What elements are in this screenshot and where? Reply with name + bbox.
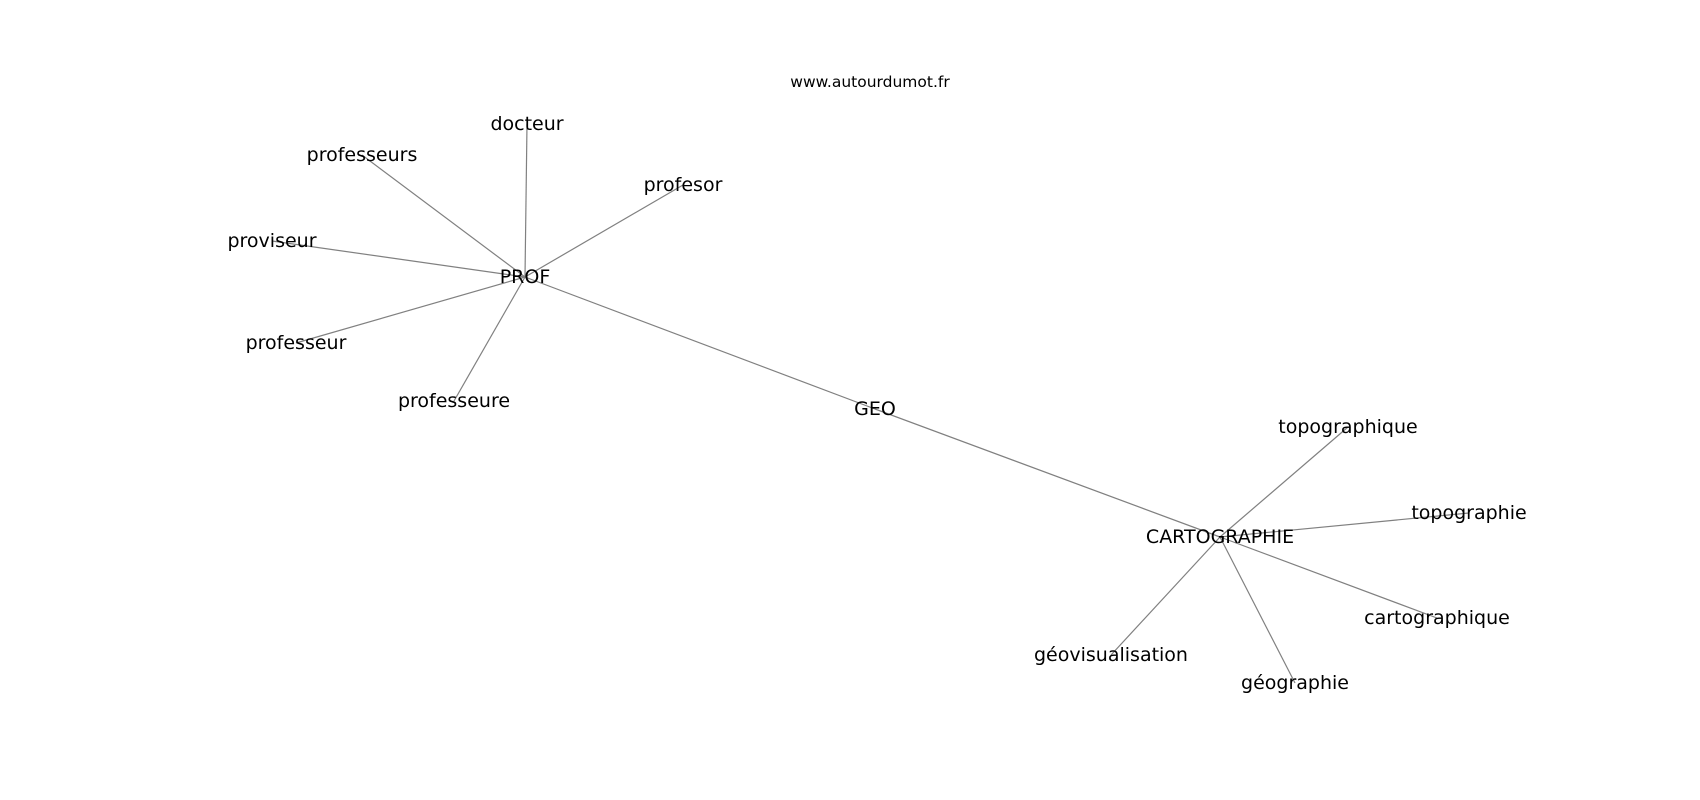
- node-profesor[interactable]: profesor: [644, 174, 723, 196]
- edge-prof-proviseur: [271, 240, 526, 278]
- edge-prof-profesor: [524, 184, 684, 278]
- edge-prof-docteur: [524, 123, 528, 278]
- node-cartographique[interactable]: cartographique: [1364, 607, 1510, 629]
- graph-labels: www.autourdumot.fr PROF GEO CARTOGRAPHIE do…: [227, 73, 1526, 694]
- node-geographie[interactable]: géographie: [1241, 672, 1349, 694]
- node-professeure[interactable]: professeure: [398, 390, 510, 412]
- node-professeur[interactable]: professeur: [246, 332, 347, 354]
- edge-cartographie-topographie: [1219, 512, 1470, 538]
- node-proviseur[interactable]: proviseur: [227, 230, 316, 252]
- edge-prof-professeure: [453, 276, 526, 402]
- edge-prof-professeur: [295, 276, 526, 344]
- edge-prof-professeurs: [361, 154, 526, 278]
- node-topographie[interactable]: topographie: [1411, 502, 1526, 524]
- node-topographique[interactable]: topographique: [1278, 416, 1417, 438]
- edge-cartographie-topographique: [1219, 426, 1349, 538]
- edge-cartographie-cartographique: [1219, 536, 1438, 619]
- site-url-label[interactable]: www.autourdumot.fr: [790, 73, 950, 91]
- node-geo[interactable]: GEO: [854, 398, 896, 420]
- node-cartographie[interactable]: CARTOGRAPHIE: [1146, 526, 1294, 548]
- graph-edges: [271, 123, 1470, 684]
- edge-cartographie-geovisualisation: [1110, 536, 1221, 656]
- node-prof[interactable]: PROF: [500, 266, 551, 288]
- node-professeurs[interactable]: professeurs: [307, 144, 418, 166]
- edge-prof-geo: [524, 276, 876, 410]
- edge-geo-cartographie: [874, 408, 1221, 538]
- edge-cartographie-geographie: [1219, 536, 1296, 684]
- node-docteur[interactable]: docteur: [490, 113, 563, 135]
- node-geovisualisation[interactable]: géovisualisation: [1034, 644, 1188, 666]
